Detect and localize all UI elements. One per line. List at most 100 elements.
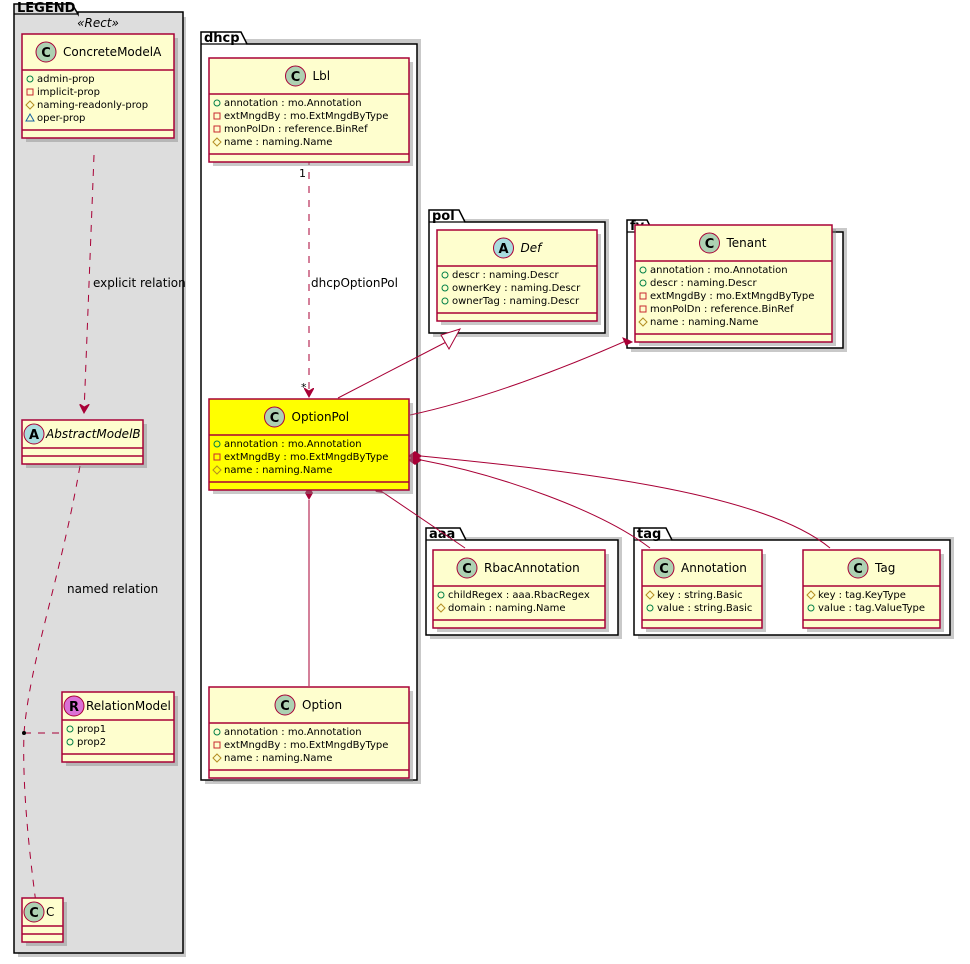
class-kind-letter: C — [29, 906, 39, 921]
class-name: Tag — [874, 561, 895, 575]
abstract-class-icon — [23, 423, 45, 445]
protected-visibility-icon — [212, 137, 222, 147]
public-visibility-icon — [66, 725, 74, 733]
class-kind-letter: C — [462, 562, 472, 577]
private-visibility-icon — [639, 292, 647, 300]
class-attribute: key : tag.KeyType — [818, 590, 906, 601]
class-attribute: monPolDn : reference.BinRef — [650, 304, 794, 315]
class-box — [208, 57, 410, 163]
class-tenant[interactable]: C Tenant annotation : mo.Annotation descr :… — [634, 224, 836, 346]
class-kind-letter: A — [498, 242, 508, 257]
class-kind-letter: A — [29, 428, 39, 443]
protected-visibility-icon — [436, 603, 446, 613]
public-visibility-icon — [26, 75, 34, 83]
package-label: tag — [637, 527, 661, 542]
public-visibility-icon — [646, 604, 654, 612]
public-visibility-icon — [437, 591, 445, 599]
class-name: RbacAnnotation — [484, 561, 580, 575]
relation-named-label: named relation — [67, 582, 158, 596]
class-attribute: extMngdBy : mo.ExtMngdByType — [650, 291, 814, 302]
private-visibility-icon — [213, 741, 221, 749]
class-name: Tenant — [726, 236, 767, 250]
public-visibility-icon — [639, 266, 647, 274]
class-icon — [699, 232, 720, 254]
relation-named — [23, 465, 81, 918]
class-icon — [23, 901, 45, 923]
protected-visibility-icon — [212, 753, 222, 763]
class-attribute: extMngdBy : mo.ExtMngdByType — [224, 740, 388, 751]
package-visibility-icon — [25, 112, 35, 122]
to-multiplicity: * — [301, 381, 307, 394]
class-attribute: value : tag.ValueType — [818, 603, 925, 614]
public-visibility-icon — [441, 297, 449, 305]
private-visibility-icon — [213, 125, 221, 133]
class-attribute: annotation : mo.Annotation — [224, 439, 362, 450]
class-attribute: implicit-prop — [37, 87, 100, 98]
private-visibility-icon — [213, 112, 221, 120]
class-attribute: name : naming.Name — [224, 465, 332, 476]
class-name: ConcreteModelA — [63, 45, 162, 59]
public-visibility-icon — [213, 99, 221, 107]
relation-explicit-label: explicit relation — [93, 276, 186, 290]
class-name: AbstractModelB — [45, 427, 141, 441]
class-attribute: ownerKey : naming.Descr — [452, 283, 581, 294]
public-visibility-icon — [441, 271, 449, 279]
package-legend: LEGEND «Rect» — [13, 1, 186, 957]
public-visibility-icon — [213, 728, 221, 736]
package-label: dhcp — [204, 31, 240, 46]
class-name: C — [46, 905, 54, 919]
public-visibility-icon — [213, 440, 221, 448]
public-visibility-icon — [639, 279, 647, 287]
class-kind-letter: C — [705, 237, 715, 252]
public-visibility-icon — [66, 738, 74, 746]
composition-diamond — [622, 337, 634, 346]
class-attribute: annotation : mo.Annotation — [224, 727, 362, 738]
protected-visibility-icon — [806, 590, 816, 600]
class-attribute: ownerTag : naming.Descr — [452, 296, 580, 307]
class-box — [208, 398, 410, 491]
class-attribute: prop1 — [77, 724, 106, 735]
private-visibility-icon — [26, 88, 34, 96]
package-label: LEGEND — [17, 1, 76, 16]
class-name: Annotation — [681, 561, 747, 575]
class-attribute: value : string.Basic — [657, 603, 752, 614]
class-attribute: extMngdBy : mo.ExtMngdByType — [224, 111, 388, 122]
protected-visibility-icon — [638, 317, 648, 327]
class-attribute: prop2 — [77, 737, 106, 748]
class-abstractmodelb[interactable]: A AbstractModelB — [21, 419, 147, 468]
class-icon — [35, 41, 57, 63]
protected-visibility-icon — [25, 100, 35, 110]
class-attribute: oper-prop — [37, 113, 85, 124]
class-kind-letter: C — [41, 46, 51, 61]
class-icon — [653, 557, 675, 579]
relation-optionpol-annotation — [420, 459, 651, 549]
class-attribute: annotation : mo.Annotation — [650, 265, 788, 276]
relation-tenant-owns — [409, 339, 629, 416]
composition-diamond — [408, 455, 422, 465]
class-attribute: annotation : mo.Annotation — [224, 98, 362, 109]
relation-inherit-def — [337, 338, 453, 399]
class-attribute: descr : naming.Descr — [650, 278, 757, 289]
package-label: aaa — [429, 527, 455, 542]
class-attribute: extMngdBy : mo.ExtMngdByType — [224, 452, 388, 463]
class-attribute: name : naming.Name — [224, 137, 332, 148]
class-name: Def — [521, 241, 544, 255]
class-attribute: naming-readonly-prop — [37, 100, 148, 111]
class-icon — [285, 65, 306, 87]
class-box — [802, 549, 941, 629]
relation-junction-dot — [22, 731, 26, 735]
class-box — [634, 224, 833, 343]
from-multiplicity: 1 — [299, 167, 306, 180]
